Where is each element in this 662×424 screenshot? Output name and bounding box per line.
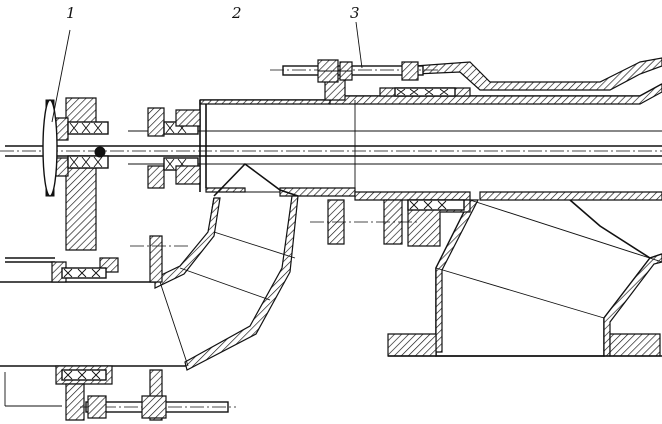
upper-guide-flange (324, 57, 662, 101)
second-gland (147, 107, 201, 189)
left-gland-assembly (42, 97, 109, 251)
elbow-pipe (0, 162, 299, 371)
callout-2: 2 (232, 4, 242, 22)
diffuser-cone (435, 199, 662, 357)
leader-lines (51, 21, 363, 123)
main-shaft (0, 130, 662, 165)
lower-tie-rod (80, 395, 236, 419)
callout-3: 3 (350, 4, 360, 22)
tie-rod (270, 59, 440, 83)
callout-1: 1 (66, 4, 76, 22)
coupling-bolts (130, 199, 471, 247)
left-inlet-flange (4, 235, 163, 421)
diffuser-base-flange (387, 333, 662, 357)
